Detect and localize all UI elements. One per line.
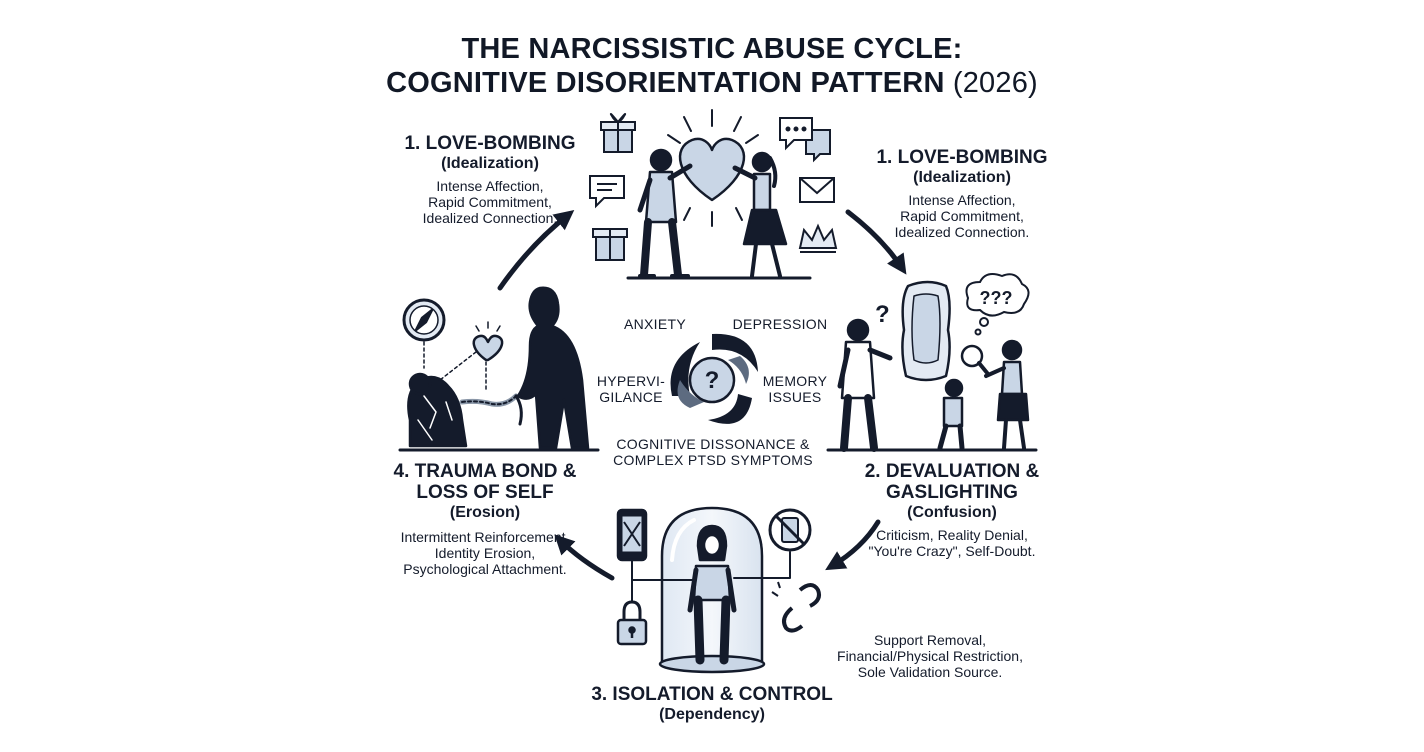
stage-2-desc-2: "You're Crazy", Self-Doubt. [868, 543, 1036, 559]
arrow-1-to-2 [845, 209, 907, 275]
stage-4-label: 4. TRAUMA BOND & LOSS OF SELF (Erosion) … [360, 461, 610, 577]
center-hyper-1: HYPERVI- [596, 373, 666, 389]
crown-icon [798, 223, 838, 253]
stage-3-heading: 3. ISOLATION & CONTROL [591, 684, 833, 705]
thought-bubble [965, 273, 1030, 336]
envelope-icon [799, 177, 835, 203]
center-memory-2: ISSUES [768, 389, 822, 405]
stage-1-right-desc-3: Idealized Connection. [894, 224, 1030, 240]
center-hyper-2: GILANCE [599, 389, 663, 405]
heart-rays [667, 109, 759, 227]
stage-1-left-desc-2: Rapid Commitment, [428, 194, 552, 210]
magnifier-icon [960, 344, 990, 376]
stage-4-desc-3: Psychological Attachment. [403, 561, 567, 577]
stage-3-desc-1: Support Removal, [873, 632, 987, 648]
stage-1-right-label: 1. LOVE-BOMBING (Idealization) Intense A… [842, 147, 1082, 240]
stage-1-right-sub: (Idealization) [913, 169, 1011, 186]
arrow-3-to-4 [554, 534, 615, 581]
compass-icon [402, 298, 446, 342]
no-phone-icon [768, 508, 812, 552]
stage-2-heading-1: 2. DEVALUATION & [864, 461, 1040, 482]
gaslighting-scene [826, 280, 1038, 452]
title-line-2-main: COGNITIVE DISORIENTATION PATTERN [386, 67, 945, 99]
confusion-mark: ? [875, 301, 890, 328]
stage-2-heading-2: GASLIGHTING [886, 482, 1018, 503]
stage-1-left-heading: 1. LOVE-BOMBING [404, 133, 576, 154]
center-hypervigilance: HYPERVI- GILANCE [586, 373, 676, 405]
trauma-bond-scene [398, 286, 600, 452]
chat-icon [589, 175, 625, 209]
stage-2-label: 2. DEVALUATION & GASLIGHTING (Confusion)… [832, 461, 1072, 559]
stage-4-heading-2: LOSS OF SELF [416, 482, 554, 503]
center-caption-2: COMPLEX PTSD SYMPTOMS [613, 452, 813, 468]
title-year: (2026) [952, 67, 1038, 99]
center-depression: DEPRESSION [732, 316, 828, 332]
stage-3-label: 3. ISOLATION & CONTROL (Dependency) [552, 684, 872, 725]
arrow-2-to-3 [825, 519, 881, 571]
title-line-2: COGNITIVE DISORIENTATION PATTERN (2026) [0, 66, 1424, 100]
phone-blocked-icon [616, 508, 648, 562]
stage-1-left-desc-1: Intense Affection, [436, 178, 544, 194]
stage-4-desc-1: Intermittent Reinforcement, [400, 529, 570, 545]
title-line-1: THE NARCISSISTIC ABUSE CYCLE: [461, 33, 963, 65]
stage-1-left-sub: (Idealization) [441, 155, 539, 172]
stage-3-desc-2: Financial/Physical Restriction, [837, 648, 1023, 664]
isolation-scene [631, 506, 791, 674]
broken-chain-icon [771, 581, 821, 633]
small-heart-rays [475, 321, 501, 332]
center-caption-1: COGNITIVE DISSONANCE & [616, 436, 810, 452]
thought-bubble-text: ??? [980, 288, 1013, 308]
stage-2-sub: (Confusion) [907, 504, 997, 521]
page-title: THE NARCISSISTIC ABUSE CYCLE: COGNITIVE … [0, 32, 1424, 100]
chat-icon [779, 117, 831, 163]
spiral-icon [670, 333, 758, 424]
stage-3-desc: Support Removal, Financial/Physical Rest… [810, 632, 1050, 680]
stage-4-heading-1: 4. TRAUMA BOND & [393, 461, 577, 482]
stage-3-desc-3: Sole Validation Source. [857, 664, 1003, 680]
spiral-question-mark: ? [705, 367, 720, 394]
stage-4-desc-2: Identity Erosion, [434, 545, 536, 561]
stage-1-left-desc-3: Idealized Connection. [422, 210, 558, 226]
abuser-silhouette [516, 286, 590, 450]
gift-icon [592, 228, 628, 261]
stage-1-right-heading: 1. LOVE-BOMBING [876, 147, 1048, 168]
stage-4-sub: (Erosion) [449, 504, 521, 521]
lock-icon [616, 600, 648, 646]
center-memory-1: MEMORY [762, 373, 828, 389]
heart-icon [678, 137, 746, 202]
gift-icon [600, 113, 636, 153]
arrow-4-to-1 [497, 210, 575, 291]
love-bombing-scene [626, 109, 812, 280]
center-anxiety: ANXIETY [623, 316, 686, 332]
stage-2-desc-1: Criticism, Reality Denial, [876, 527, 1028, 543]
stage-3-sub: (Dependency) [659, 706, 765, 723]
center-caption: COGNITIVE DISSONANCE & COMPLEX PTSD SYMP… [590, 436, 836, 468]
cycle-arrows [497, 209, 907, 581]
stage-1-left-label: 1. LOVE-BOMBING (Idealization) Intense A… [370, 133, 610, 226]
center-memory: MEMORY ISSUES [750, 373, 840, 405]
stage-1-right-desc-1: Intense Affection, [908, 192, 1016, 208]
stage-1-right-desc-2: Rapid Commitment, [900, 208, 1024, 224]
